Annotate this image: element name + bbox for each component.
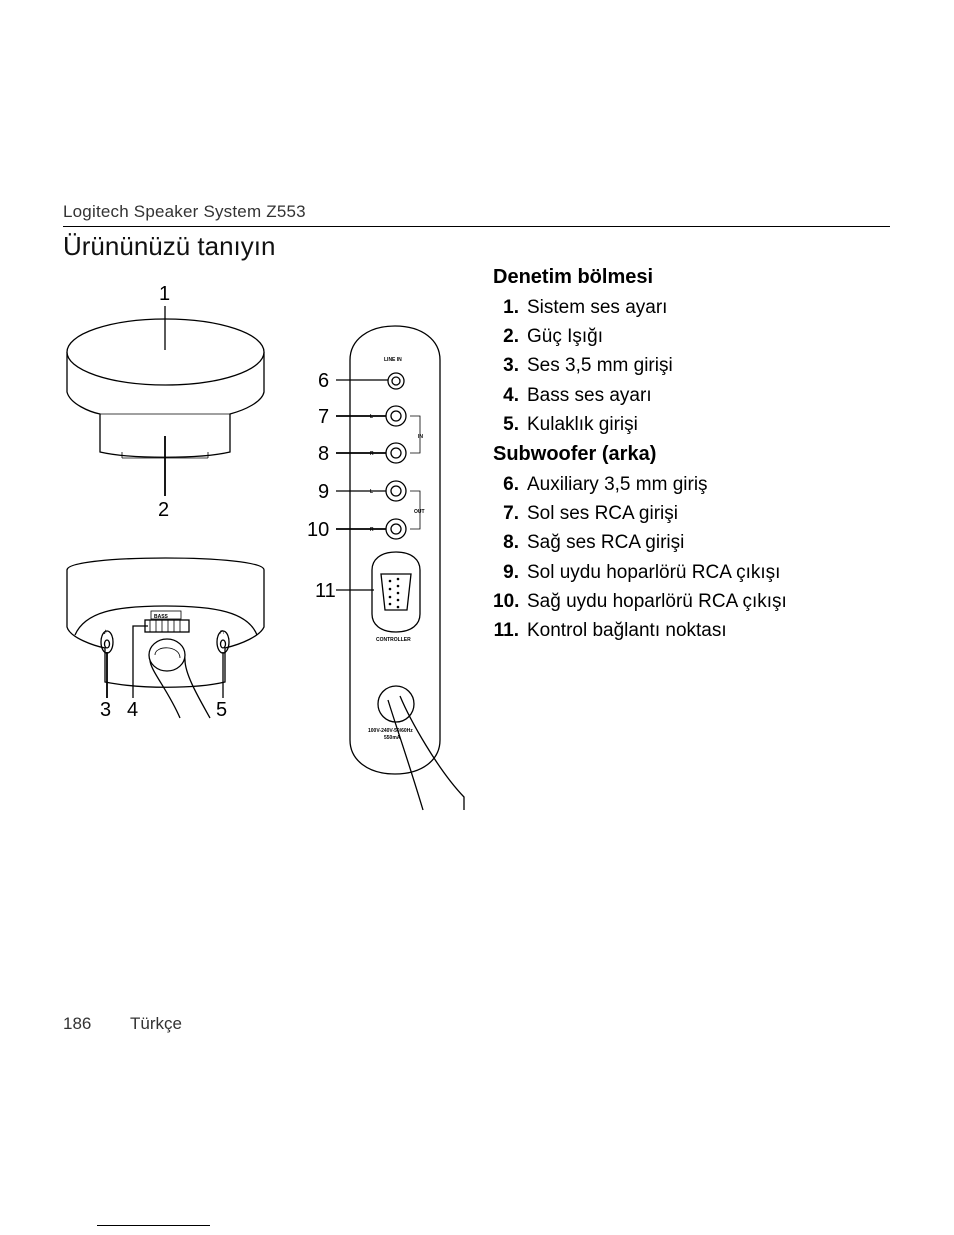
- item-number: 2.: [503, 326, 519, 348]
- item-number: 10.: [493, 590, 520, 612]
- callout-4: 4: [127, 699, 138, 721]
- rca-in-right: [385, 442, 407, 464]
- power-rating-line2: 550mA: [384, 735, 401, 741]
- control-pod-top-view: [66, 318, 265, 459]
- rca-out-right: [385, 518, 407, 540]
- headphone-icon: ∩: [219, 627, 225, 636]
- callout-11: 11: [315, 580, 336, 602]
- product-illustration: 1 2 BASS ♪ ∩ 3 4 5 LINE IN: [66, 283, 465, 811]
- footer-page-number: 186: [63, 1014, 92, 1033]
- running-header: Logitech Speaker System Z553: [63, 202, 306, 221]
- item-number: 6.: [503, 474, 519, 495]
- item-label: Bass ses ayarı: [527, 384, 652, 406]
- callout-line-4: [132, 625, 148, 698]
- list-item: 5. Kulaklık girişi: [493, 410, 673, 439]
- list-item: 4. Bass ses ayarı: [493, 381, 673, 410]
- item-label: Kulaklık girişi: [527, 413, 638, 435]
- list-item: 8. Sağ ses RCA girişi: [493, 528, 787, 557]
- power-cable-grommet: [377, 685, 415, 723]
- parts-list-subwoofer: 6. Auxiliary 3,5 mm giriş 7. Sol ses RCA g…: [493, 470, 787, 645]
- music-note-icon: ♪: [103, 627, 107, 636]
- callout-5: 5: [216, 699, 227, 721]
- in-l-label: L: [370, 414, 373, 420]
- list-item: 6. Auxiliary 3,5 mm giriş: [493, 470, 787, 499]
- list-item: 2. Güç Işığı: [493, 322, 673, 351]
- callout-7: 7: [318, 406, 329, 428]
- item-label: Sağ uydu hoparlörü RCA çıkışı: [527, 590, 787, 612]
- out-label: OUT: [414, 509, 425, 515]
- out-l-label: L: [370, 489, 373, 495]
- list-item: 1. Sistem ses ayarı: [493, 293, 673, 322]
- rca-out-left: [385, 480, 407, 502]
- callout-2: 2: [158, 499, 169, 521]
- item-number: 4.: [503, 384, 519, 406]
- callout-9: 9: [318, 481, 329, 503]
- power-cable: [387, 695, 465, 811]
- bottom-rule: [97, 1225, 210, 1226]
- control-pod-front-view: BASS ♪ ∩: [66, 557, 265, 719]
- callout-6: 6: [318, 370, 329, 392]
- header-rule: [63, 226, 890, 227]
- callout-8: 8: [318, 443, 329, 465]
- list-item: 10. Sağ uydu hoparlörü RCA çıkışı: [493, 587, 787, 616]
- callout-10: 10: [307, 519, 329, 541]
- bass-dial: [144, 619, 190, 633]
- item-label: Güç Işığı: [527, 326, 604, 348]
- callout-3: 3: [100, 699, 111, 721]
- item-label: Sol ses RCA girişi: [527, 503, 678, 525]
- callout-1: 1: [159, 283, 170, 305]
- item-number: 11.: [493, 619, 519, 641]
- line-in-label: LINE IN: [384, 357, 402, 363]
- item-number: 7.: [503, 503, 519, 525]
- section-heading-control-pod: Denetim bölmesi: [493, 266, 654, 288]
- item-number: 9.: [503, 561, 519, 583]
- item-label: Ses 3,5 mm girişi: [527, 355, 673, 377]
- controller-port: [371, 551, 421, 633]
- rca-in-left: [385, 405, 407, 427]
- item-number: 8.: [503, 532, 519, 554]
- section-heading-subwoofer: Subwoofer (arka): [493, 443, 657, 465]
- out-r-label: R: [370, 527, 374, 533]
- item-label: Auxiliary 3,5 mm giriş: [527, 474, 708, 495]
- item-number: 3.: [503, 355, 519, 377]
- list-item: 9. Sol uydu hoparlörü RCA çıkışı: [493, 558, 787, 587]
- subwoofer-back-panel: LINE IN L R IN L R OUT CONTROLLER 100V-2…: [349, 325, 465, 811]
- power-rating-line1: 100V-240V-50/60Hz: [368, 728, 413, 734]
- in-r-label: R: [370, 451, 374, 457]
- in-label: IN: [418, 434, 423, 440]
- item-number: 5.: [503, 413, 519, 435]
- item-label: Kontrol bağlantı noktası: [527, 619, 727, 641]
- list-item: 11. Kontrol bağlantı noktası: [493, 616, 787, 645]
- aux-jack: [387, 372, 405, 390]
- item-number: 1.: [503, 297, 519, 318]
- item-label: Sistem ses ayarı: [527, 297, 668, 318]
- list-item: 3. Ses 3,5 mm girişi: [493, 351, 673, 380]
- controller-label: CONTROLLER: [376, 637, 411, 643]
- bass-label: BASS: [154, 614, 169, 620]
- list-item: 7. Sol ses RCA girişi: [493, 499, 787, 528]
- footer-language: Türkçe: [130, 1014, 182, 1033]
- item-label: Sol uydu hoparlörü RCA çıkışı: [527, 561, 781, 583]
- page-title: Ürününüzü tanıyın: [63, 231, 276, 261]
- parts-list-control-pod: 1. Sistem ses ayarı 2. Güç Işığı 3. Ses 3,5…: [493, 293, 673, 439]
- item-label: Sağ ses RCA girişi: [527, 532, 685, 554]
